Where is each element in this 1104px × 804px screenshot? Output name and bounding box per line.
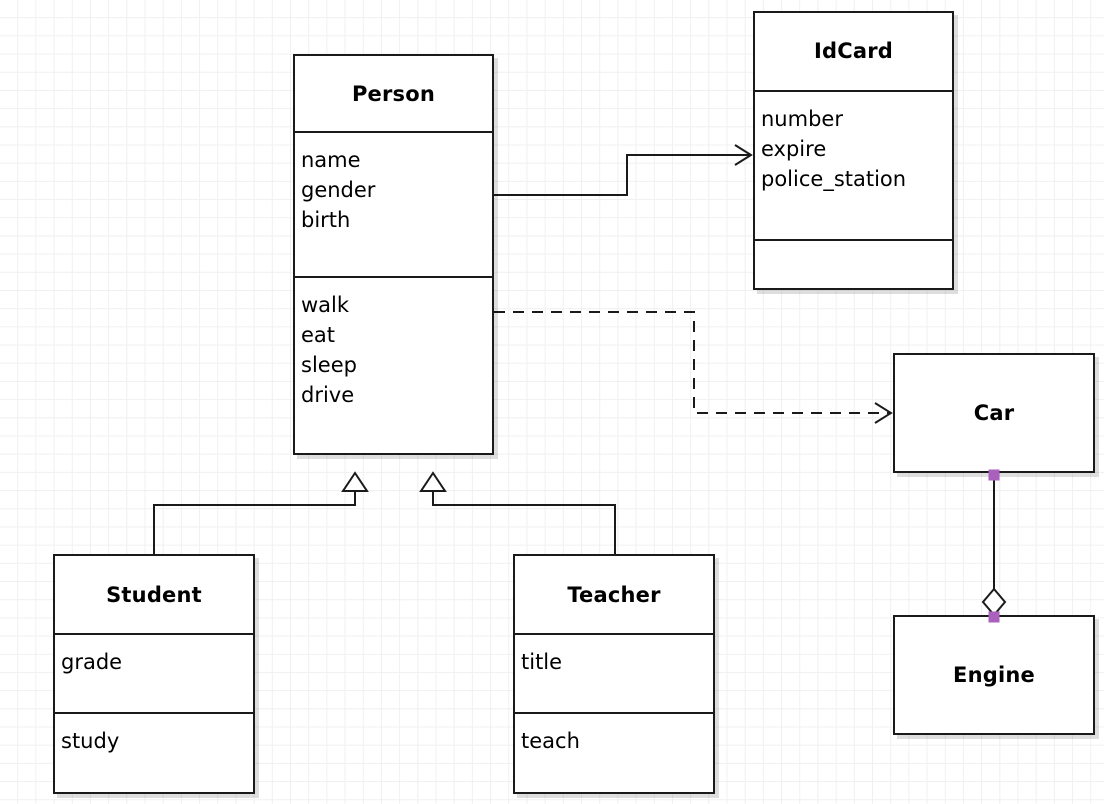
attribute-item: birth [301, 208, 351, 233]
class-name-engine: Engine [953, 663, 1035, 687]
attribute-item: grade [61, 650, 123, 675]
edge-person-idcard[interactable] [494, 154, 749, 196]
operation-item: sleep [301, 352, 357, 377]
operation-item: teach [521, 729, 580, 754]
class-operations-idcard [755, 239, 952, 288]
class-name-student: Student [106, 582, 202, 607]
class-name-car: Car [973, 401, 1015, 425]
attribute-item: number [761, 106, 843, 131]
attribute-item: police_station [761, 166, 907, 191]
class-operations-person: walk eat sleep drive [295, 275, 492, 453]
operation-item: drive [301, 382, 355, 407]
uml-class-student[interactable]: Student grade study [53, 554, 255, 794]
class-operations-student: study [55, 712, 253, 792]
uml-class-engine[interactable]: Engine [893, 615, 1095, 735]
uml-class-person[interactable]: Person name gender birth walk eat sleep drive [293, 54, 494, 455]
arrowhead-open-person-idcard [734, 144, 753, 166]
attribute-item: expire [761, 136, 827, 161]
class-name-teacher: Teacher [567, 582, 661, 607]
class-name-person: Person [351, 81, 436, 106]
attribute-item: name [301, 148, 361, 173]
arrowhead-open-person-car [874, 402, 893, 424]
class-attributes-person: name gender birth [295, 131, 492, 276]
operation-item: study [61, 729, 120, 754]
attribute-item: title [521, 650, 563, 675]
operation-item: eat [301, 322, 336, 347]
class-operations-teacher: teach [515, 712, 713, 792]
uml-class-idcard[interactable]: IdCard number expire police_station [753, 11, 954, 290]
attribute-item: gender [301, 178, 376, 203]
edge-handle-car-engine-0[interactable] [988, 469, 1000, 481]
edge-handle-car-engine-1[interactable] [988, 611, 1000, 623]
arrowhead-generalization-student-person [341, 471, 369, 492]
class-attributes-student: grade [55, 633, 253, 712]
class-name-idcard: IdCard [813, 39, 894, 64]
uml-class-teacher[interactable]: Teacher title teach [513, 554, 715, 794]
class-attributes-teacher: title [515, 633, 713, 712]
arrowhead-generalization-teacher-person [419, 471, 447, 492]
uml-class-car[interactable]: Car [893, 353, 1095, 473]
edge-student-person[interactable] [153, 491, 356, 554]
edge-teacher-person[interactable] [432, 491, 616, 554]
edge-person-car[interactable] [494, 311, 889, 414]
operation-item: walk [301, 292, 350, 317]
class-attributes-idcard: number expire police_station [755, 89, 952, 240]
